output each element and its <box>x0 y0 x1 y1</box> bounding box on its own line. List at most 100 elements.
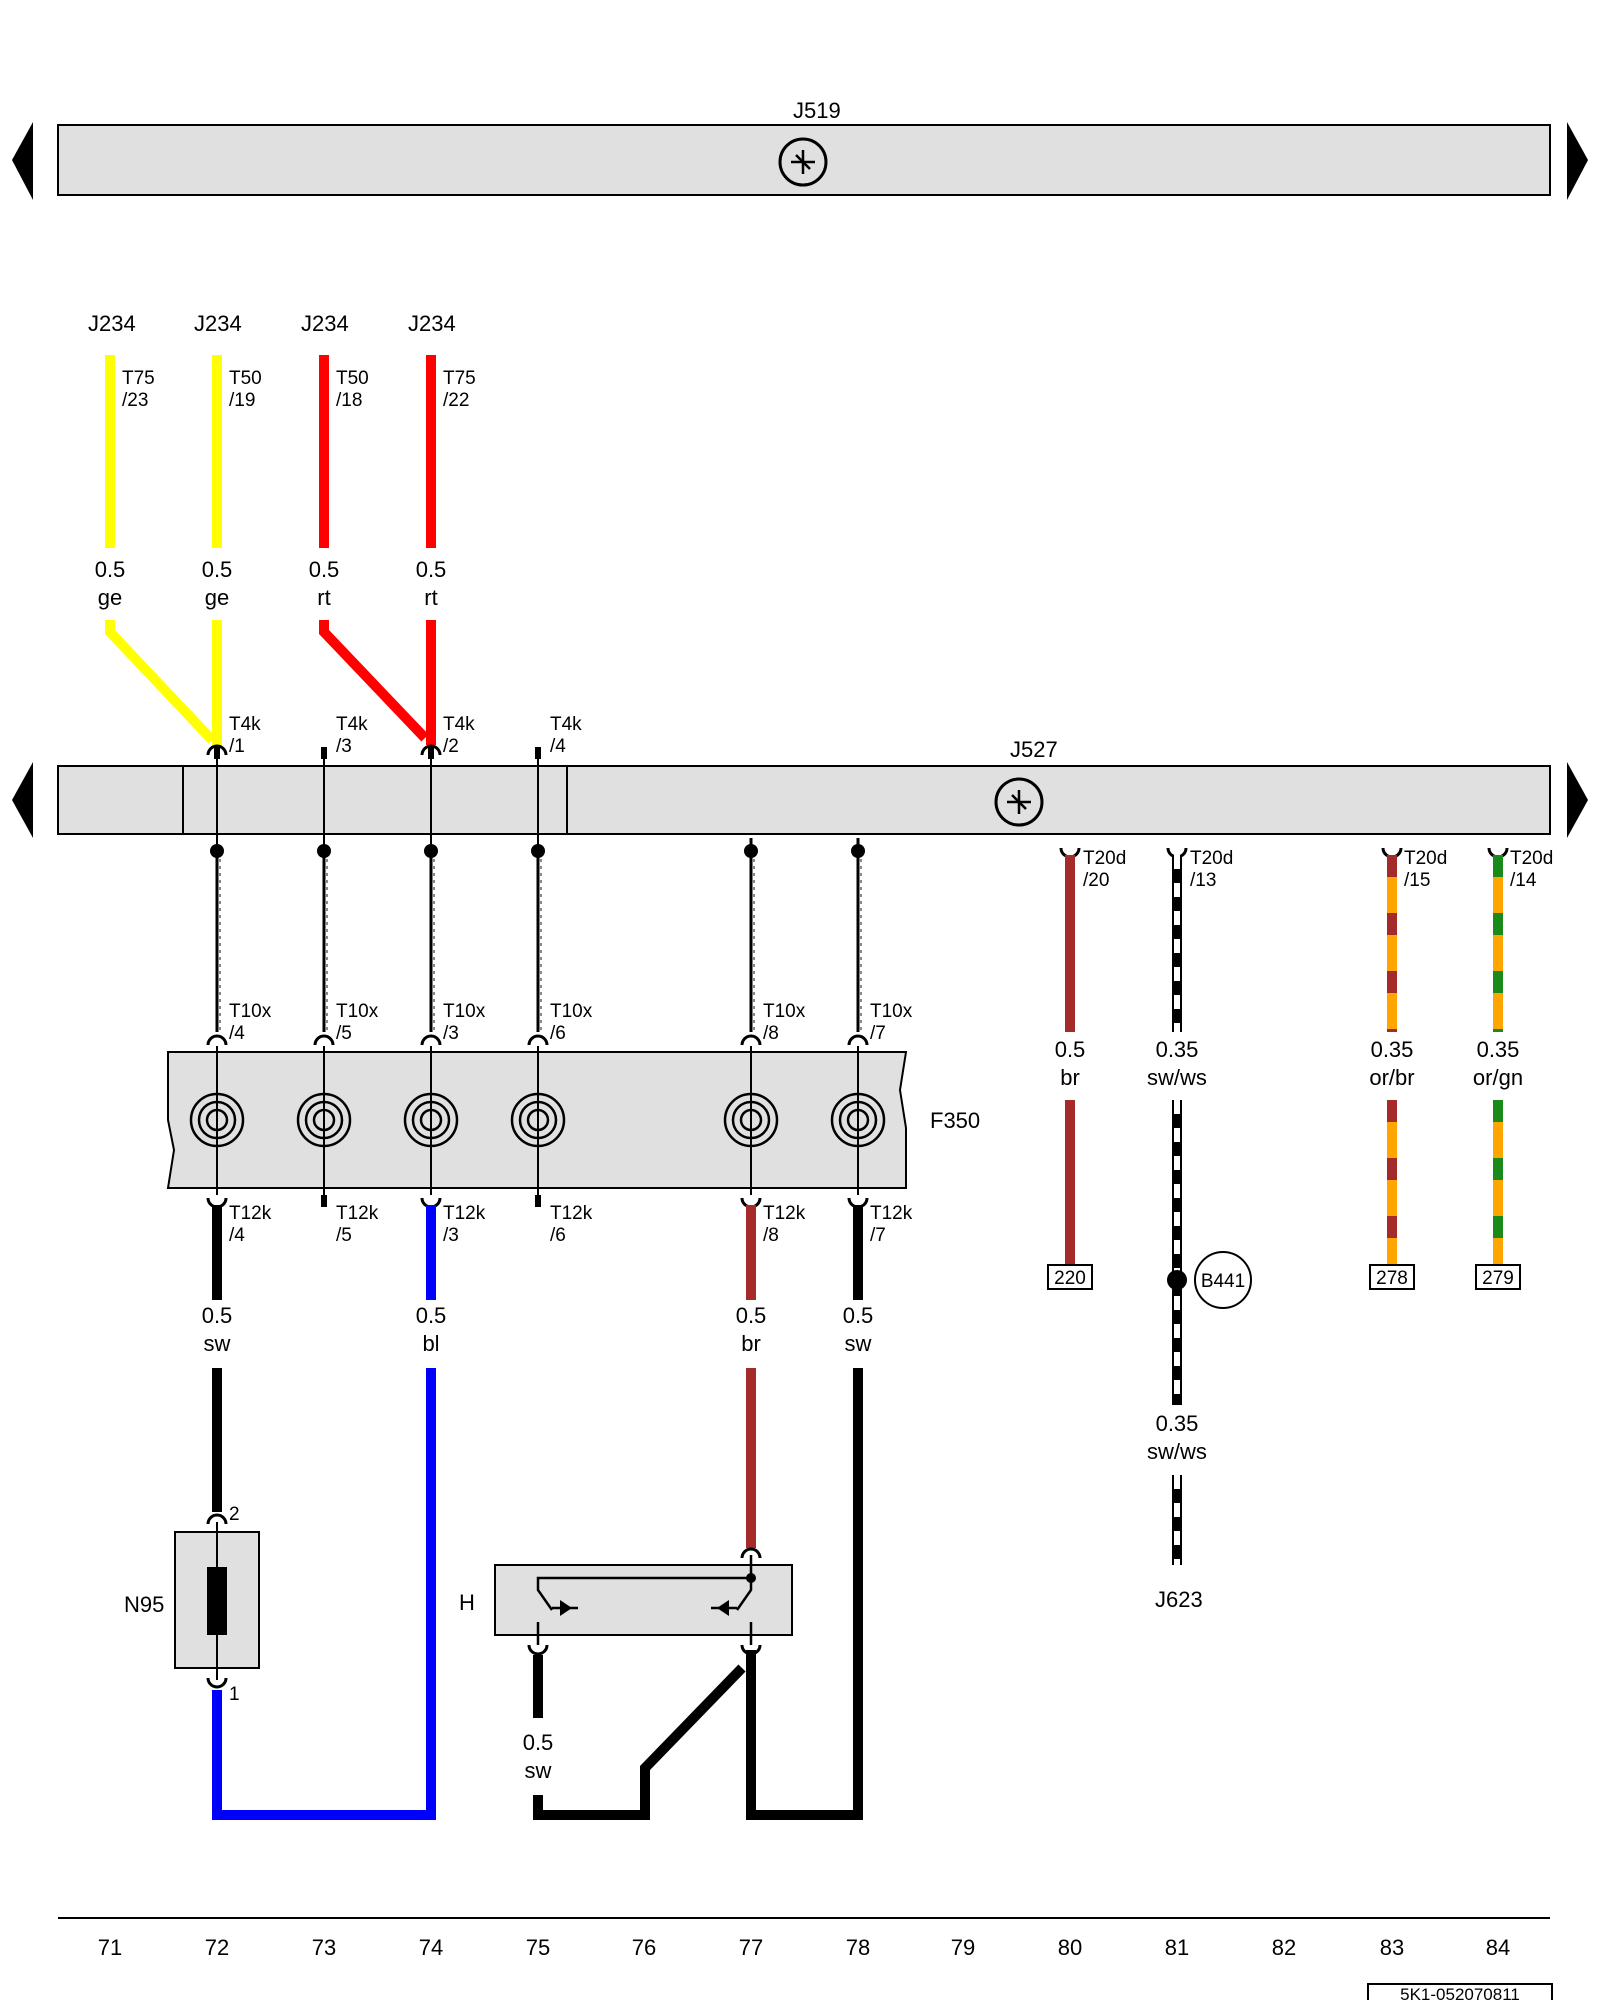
pin-connector: T20d <box>1190 848 1233 869</box>
pin-label: T50/18 <box>336 368 369 411</box>
doc-id-box <box>1367 1983 1553 2000</box>
j234-labels: J234 J234 J234 J234 <box>88 311 456 336</box>
pin-number: /4 <box>229 1225 245 1246</box>
pin-label: T12k/3 <box>443 1203 486 1246</box>
wire-ge <box>105 620 216 744</box>
wire-gauge: 0.5 <box>1055 1037 1086 1062</box>
scale-number: 75 <box>526 1935 550 1960</box>
scale-number: 74 <box>419 1935 443 1960</box>
pin-number: /7 <box>870 1225 886 1246</box>
splice-label: B441 <box>1201 1271 1245 1292</box>
control-unit-symbol <box>791 150 815 174</box>
pin-number: /8 <box>763 1225 779 1246</box>
pin-contact <box>321 1195 327 1207</box>
scale-number: 80 <box>1058 1935 1082 1960</box>
pin-number: /18 <box>336 390 362 411</box>
j527-label: J527 <box>1010 737 1058 762</box>
pin-contact <box>535 1195 541 1207</box>
wire-gauge: 0.5 <box>202 1303 233 1328</box>
pin-connector: T10x <box>336 1001 379 1022</box>
lower-wires <box>212 1205 863 1820</box>
pin-number: /19 <box>229 390 255 411</box>
wire-color: sw/ws <box>1147 1439 1207 1464</box>
pin-plug-icon <box>206 1677 228 1689</box>
pin-label: T4k/4 <box>550 714 582 757</box>
wire-color: or/gn <box>1473 1065 1523 1090</box>
pin-connector: T10x <box>229 1001 272 1022</box>
pin-number: /3 <box>336 736 352 757</box>
pin-label: T12k/6 <box>550 1203 593 1246</box>
j234-label: J234 <box>408 311 456 336</box>
j519-label: J519 <box>793 98 841 123</box>
pin-contact <box>214 747 220 759</box>
pin-connector: T20d <box>1510 848 1553 869</box>
wire-color: or/br <box>1369 1065 1414 1090</box>
right-wire-specs: 0.5 br 0.35 sw/ws 0.35 or/br 0.35 or/gn … <box>1055 1037 1523 1464</box>
resistor-icon <box>207 1567 227 1635</box>
pin-label: T4k/1 <box>229 714 261 757</box>
pin-label: T12k/5 <box>336 1203 379 1246</box>
pin-connector: T12k <box>229 1203 272 1224</box>
junction-dot <box>851 844 865 858</box>
ref-box <box>1369 1264 1415 1290</box>
h-label: H <box>459 1590 475 1615</box>
wire-color: sw <box>845 1331 872 1356</box>
pin-label: T20d/20 <box>1083 848 1126 891</box>
t10x-pins: T10x/4 T10x/5 T10x/3 T10x/6 T10x/8 T10x/… <box>206 1001 913 1046</box>
pin-number: /5 <box>336 1023 352 1044</box>
wire-color: br <box>741 1331 761 1356</box>
pin-connector: T12k <box>763 1203 806 1224</box>
pin-connector: T4k <box>550 714 582 735</box>
pin-number: 2 <box>229 1504 240 1525</box>
pin-connector: T4k <box>336 714 368 735</box>
pin-label: T10x/3 <box>443 1001 486 1044</box>
lower-wire-specs: 0.5 sw 0.5 bl 0.5 br 0.5 sw 0.5 sw <box>202 1303 874 1783</box>
pin-connector: T10x <box>763 1001 806 1022</box>
junction-dot <box>424 844 438 858</box>
top-wires <box>105 355 436 745</box>
pin-connector: T4k <box>443 714 475 735</box>
pin-label: T10x/4 <box>229 1001 272 1044</box>
scale-number: 79 <box>951 1935 975 1960</box>
scale-number: 72 <box>205 1935 229 1960</box>
pin-number: /20 <box>1083 870 1109 891</box>
pin-number: /14 <box>1510 870 1537 891</box>
pin-number: /3 <box>443 1225 459 1246</box>
left-arrow-icon <box>12 762 33 838</box>
pin-contact <box>321 747 327 759</box>
pin-label: T4k/2 <box>443 714 475 757</box>
junction-dot <box>531 844 545 858</box>
wire-sw <box>533 1664 746 1820</box>
pin-number: /6 <box>550 1225 566 1246</box>
n95-label: N95 <box>124 1592 164 1617</box>
switch-arrow-icon <box>560 1600 572 1616</box>
scale-number: 76 <box>632 1935 656 1960</box>
pin-label: T4k/3 <box>336 714 368 757</box>
pin-label: T12k/8 <box>763 1203 806 1246</box>
pin-number: /7 <box>870 1023 886 1044</box>
pin-number: /23 <box>122 390 148 411</box>
pin-number: /1 <box>229 736 245 757</box>
j234-label: J234 <box>194 311 242 336</box>
module-h: H <box>459 1547 793 1656</box>
splice-dot <box>1167 1270 1187 1290</box>
pin-plug-icon <box>527 1644 549 1656</box>
pin-contact <box>428 747 434 759</box>
wire-color: sw/ws <box>1147 1065 1207 1090</box>
pin-connector: T75 <box>122 368 155 389</box>
j527-bar <box>57 765 1551 835</box>
pin-label: T10x/7 <box>870 1001 913 1044</box>
pin-plug-icon <box>740 1644 762 1656</box>
pin-socket-icon <box>740 1034 762 1046</box>
pin-number: /15 <box>1404 870 1430 891</box>
wire-color: ge <box>98 585 122 610</box>
ref-box <box>1475 1264 1521 1290</box>
pin-connector: T20d <box>1404 848 1447 869</box>
wire-color: rt <box>317 585 330 610</box>
pin-label: T20d/13 <box>1190 848 1233 891</box>
pin-label: T12k/7 <box>870 1203 913 1246</box>
pin-connector: T12k <box>550 1203 593 1224</box>
pin-socket-icon <box>847 1034 869 1046</box>
pin-socket-icon <box>206 744 228 756</box>
doc-id: 5K1-052070811 <box>1400 1985 1520 2000</box>
